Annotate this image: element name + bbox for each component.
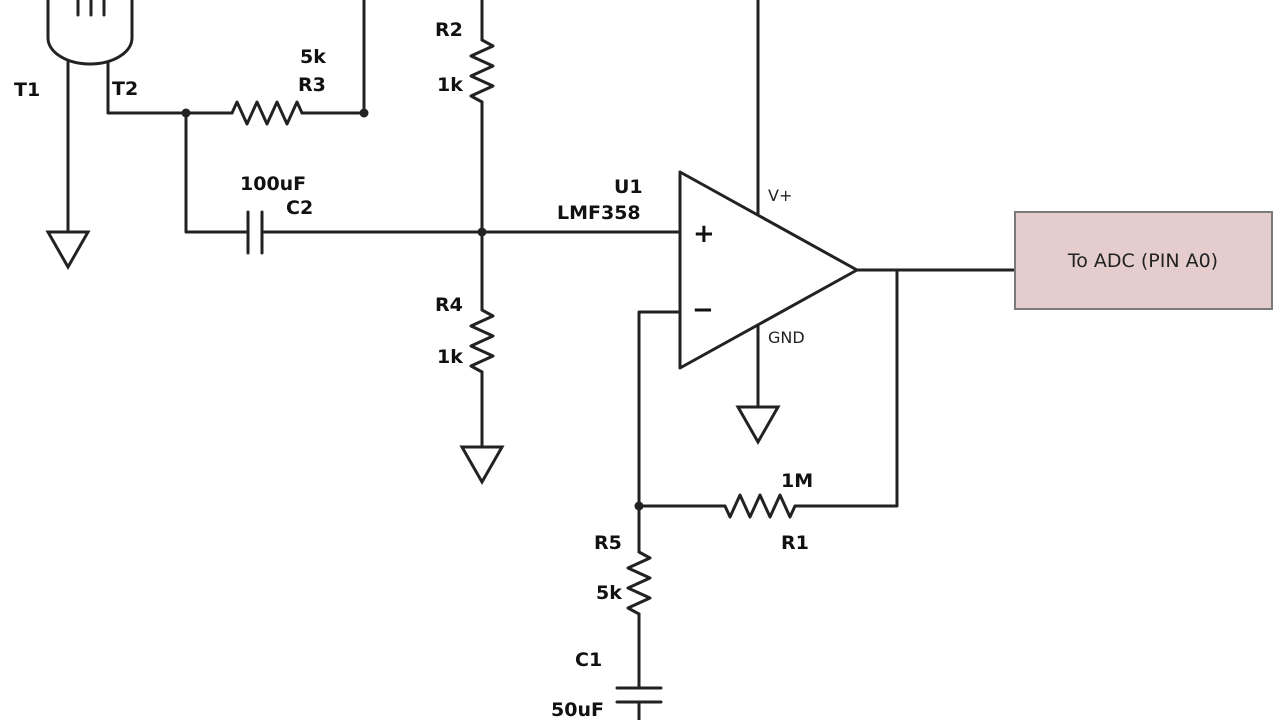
resistor-r2 <box>469 38 495 104</box>
ground-symbol-r4 <box>459 445 505 486</box>
label-vplus: V+ <box>768 186 792 205</box>
adc-label: To ADC (PIN A0) <box>1067 250 1218 272</box>
resistor-r5 <box>626 550 652 616</box>
label-u1: U1 <box>614 176 643 198</box>
adc-box <box>1014 211 1273 310</box>
label-r1-value: 1M <box>781 470 813 492</box>
opamp-plus-sign: + <box>693 219 715 249</box>
ground-symbol-t1 <box>45 230 91 271</box>
label-u1-part: LMF358 <box>557 202 641 224</box>
opamp-u1 <box>678 170 859 370</box>
ground-symbol-opamp <box>735 405 781 446</box>
label-r3-value: 5k <box>300 46 326 68</box>
resistor-r1 <box>723 493 797 519</box>
label-r1: R1 <box>781 532 809 554</box>
label-r2: R2 <box>435 19 463 41</box>
wire-to-c2 <box>184 111 250 234</box>
label-c2-value: 100uF <box>240 173 306 195</box>
sensor-probe <box>46 0 134 66</box>
wire-minus-input <box>637 310 682 508</box>
junction-r3 <box>359 108 369 118</box>
label-r4: R4 <box>435 294 463 316</box>
wire-t2 <box>106 60 234 115</box>
label-t2: T2 <box>112 78 138 100</box>
label-r4-value: 1k <box>437 346 463 368</box>
label-r2-value: 1k <box>437 74 463 96</box>
label-c1: C1 <box>575 649 602 671</box>
label-c2: C2 <box>286 197 313 219</box>
wire-feedback-right <box>793 268 899 508</box>
label-r3: R3 <box>298 74 326 96</box>
label-c1-value: 50uF <box>551 699 604 720</box>
resistor-r3 <box>230 100 304 126</box>
opamp-minus-sign: − <box>692 295 714 325</box>
resistor-r4 <box>469 308 495 374</box>
label-t1: T1 <box>14 79 40 101</box>
label-r5: R5 <box>594 532 622 554</box>
label-gnd: GND <box>768 328 805 347</box>
label-r5-value: 5k <box>596 582 622 604</box>
